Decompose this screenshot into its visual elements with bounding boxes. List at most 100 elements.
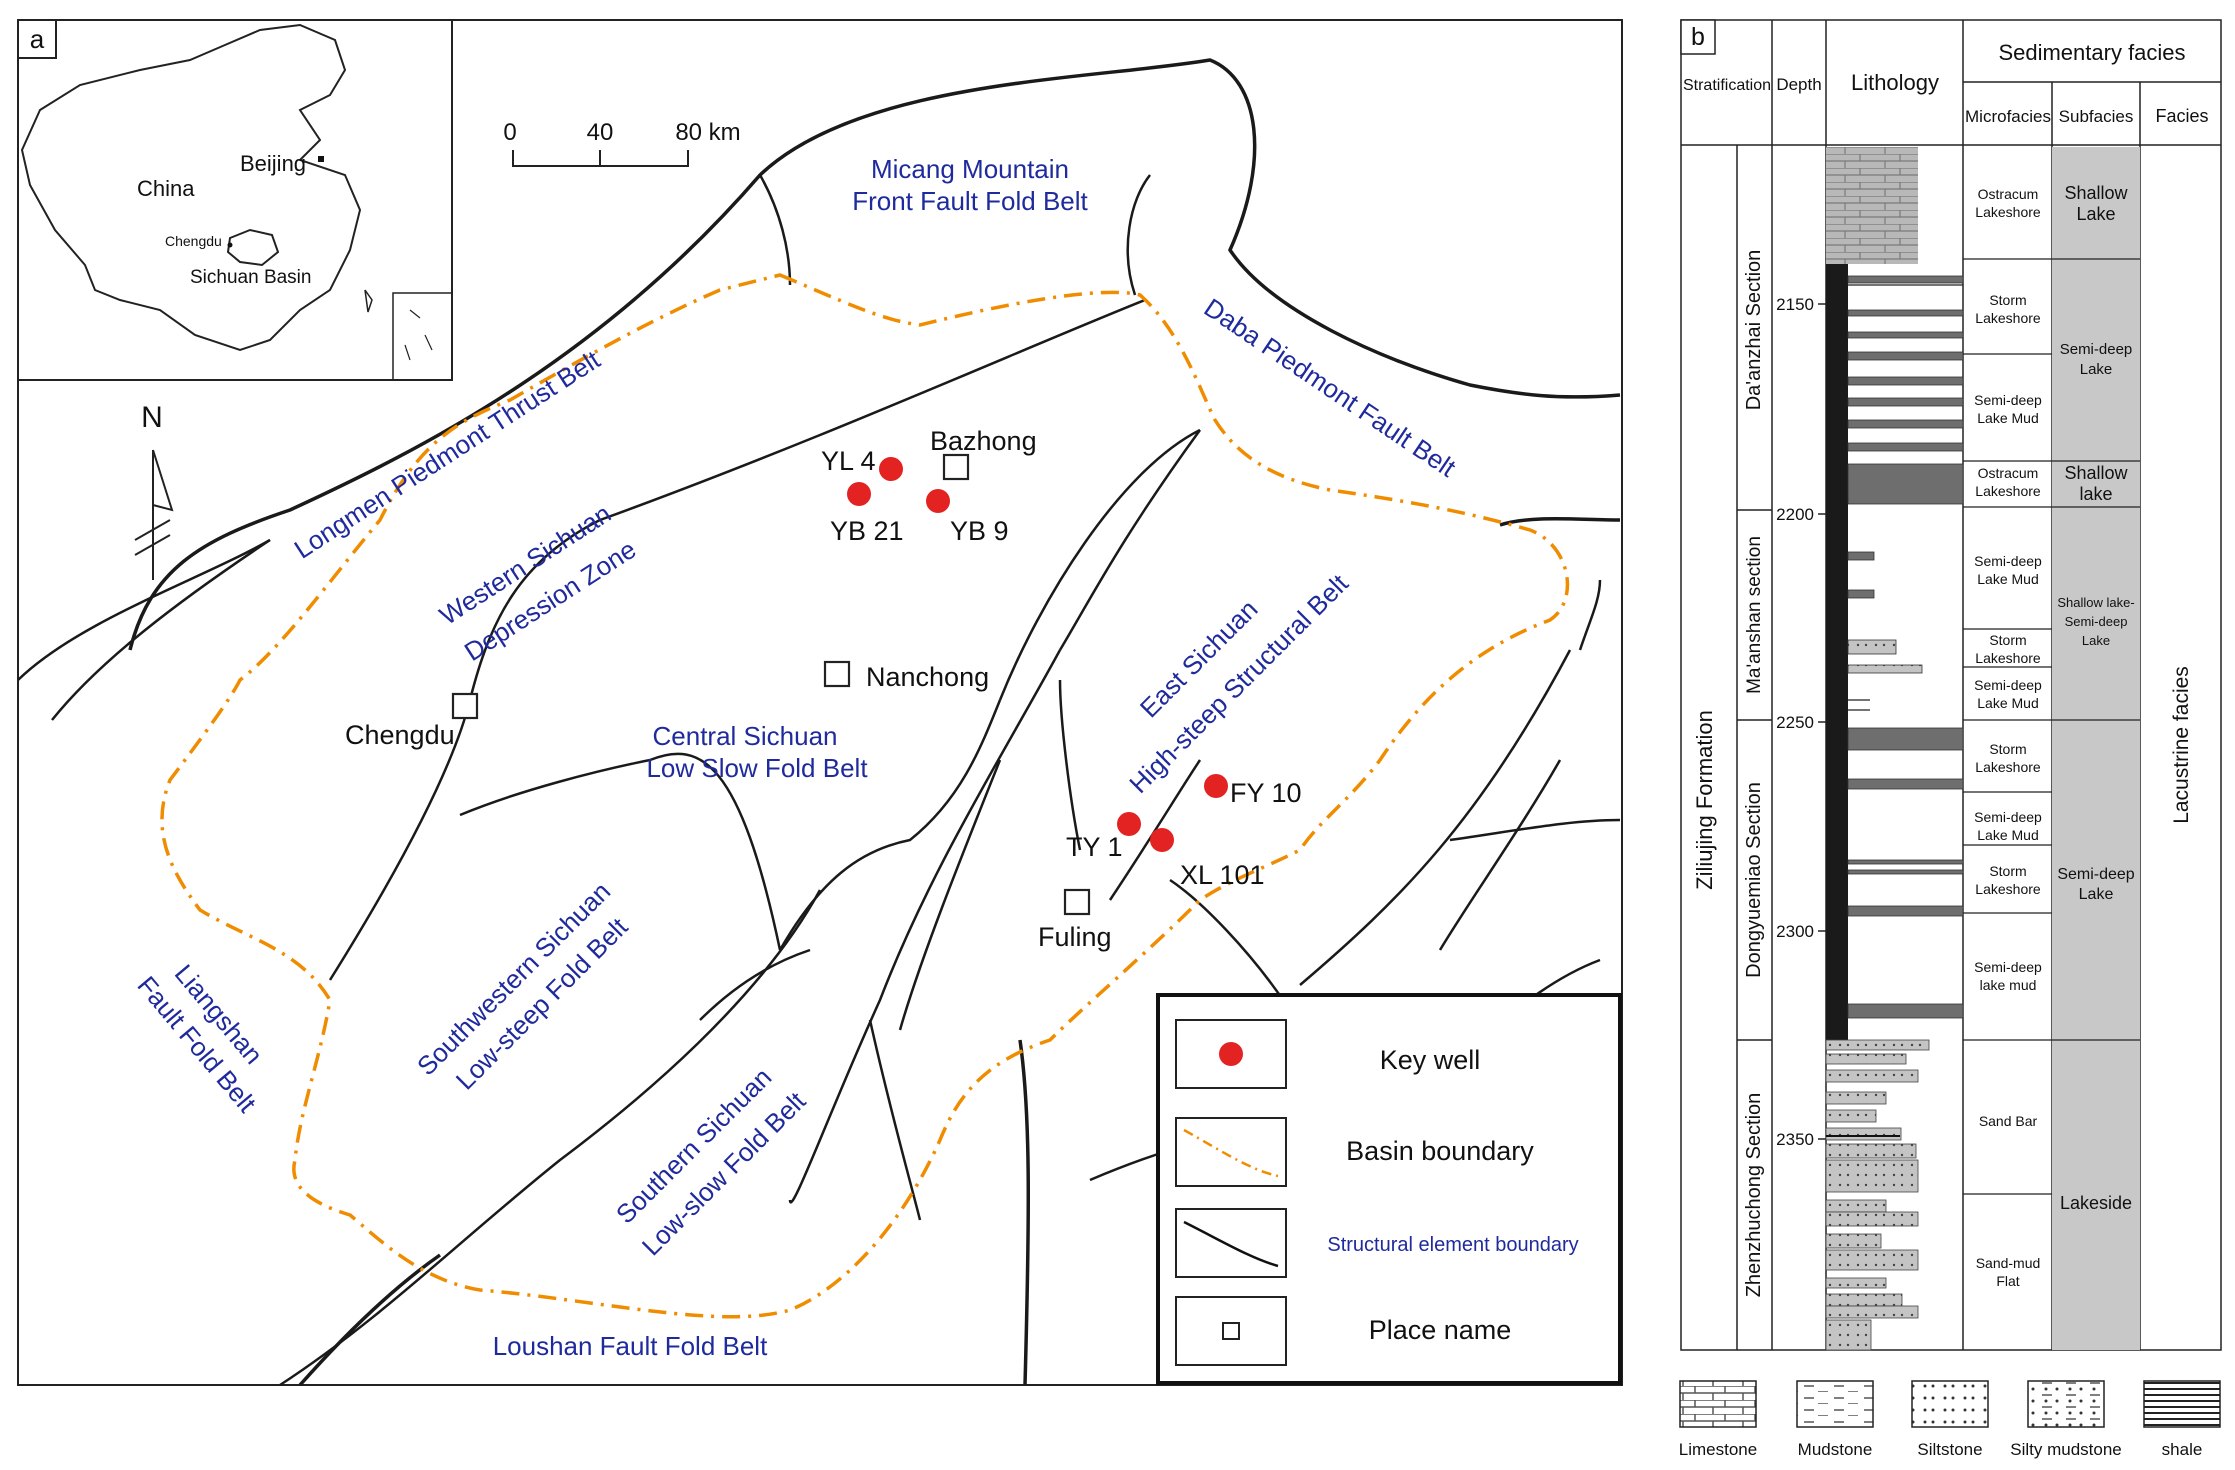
header-microfacies: Microfacies — [1965, 107, 2051, 126]
mf-2b: Lakeshore — [1975, 310, 2041, 326]
header-depth: Depth — [1776, 75, 1821, 94]
mf-1a: Ostracum — [1978, 186, 2039, 202]
mf-2a: Storm — [1989, 292, 2026, 308]
north-arrow: N — [134, 401, 174, 580]
sichuan-basin-outline — [226, 228, 280, 267]
well-yl4: YL 4 — [821, 446, 876, 476]
well-marker-yb9 — [926, 489, 950, 513]
subfacies-labels: Shallow Lake Semi-deep Lake Shallow lake… — [2057, 183, 2134, 1213]
well-ty1: TY 1 — [1066, 832, 1123, 862]
depth-2250: 2250 — [1776, 713, 1814, 732]
map-legend: Key well Basin boundary Structural eleme… — [1156, 993, 1622, 1385]
legend-basin-boundary: Basin boundary — [1346, 1136, 1534, 1166]
sf-1b: Lake — [2076, 204, 2115, 224]
region-micang-2: Front Fault Fold Belt — [852, 186, 1088, 216]
legend-shale: shale — [2162, 1440, 2203, 1459]
depth-2150: 2150 — [1776, 295, 1814, 314]
mf-8b: Lakeshore — [1975, 759, 2041, 775]
formation-name: Ziliujing Formation — [1692, 710, 1717, 890]
lithology-column — [1825, 147, 1964, 1351]
well-marker-yl4 — [879, 457, 903, 481]
place-marker-fuling — [1063, 888, 1091, 916]
region-loushan: Loushan Fault Fold Belt — [493, 1331, 768, 1361]
section-maanshan: Ma'anshan section — [1744, 536, 1765, 694]
sandstone-stack — [1825, 1039, 1930, 1351]
mf-6b: Lakeshore — [1975, 650, 2041, 666]
well-marker-ty1 — [1117, 812, 1141, 836]
place-fuling: Fuling — [1038, 922, 1112, 952]
panel-b-column: b Stratification Depth Lithology Sedimen… — [1679, 19, 2222, 1459]
sf-6: Lakeside — [2060, 1193, 2132, 1213]
legend-siltstone: Siltstone — [1917, 1440, 1982, 1459]
sf-5b: Lake — [2079, 886, 2114, 903]
scale-tick-40: 40 — [587, 119, 614, 146]
header-lithology: Lithology — [1851, 70, 1939, 95]
mf-8a: Storm — [1989, 741, 2026, 757]
legend-structural-boundary: Structural element boundary — [1327, 1234, 1578, 1256]
sf-4b: Semi-deep — [2065, 614, 2128, 629]
well-marker-xl101 — [1150, 828, 1174, 852]
well-marker-yb21 — [847, 482, 871, 506]
mf-7b: Lake Mud — [1977, 695, 2038, 711]
mf-7a: Semi-deep — [1974, 677, 2042, 693]
mf-5a: Semi-deep — [1974, 553, 2042, 569]
sf-4c: Lake — [2082, 633, 2110, 648]
legend-mudstone: Mudstone — [1798, 1440, 1873, 1459]
region-central-1: Central Sichuan — [653, 721, 838, 751]
facies-lacustrine: Lacustrine facies — [2170, 666, 2193, 824]
china-outline — [20, 23, 362, 352]
region-central-2: Low Slow Fold Belt — [646, 753, 868, 783]
mf-10b: Lakeshore — [1975, 881, 2041, 897]
mf-3b: Lake Mud — [1977, 410, 2038, 426]
section-daanzhai: Da'anzhai Section — [1743, 250, 1765, 411]
legend-silty-mudstone: Silty mudstone — [2010, 1440, 2122, 1459]
place-marker-chengdu — [451, 692, 479, 720]
section-dongyuemiao: Dongyuemiao Section — [1743, 782, 1765, 978]
panel-a-label-box: a — [17, 19, 57, 59]
panel-a-map: a China Beijing Chengdu Sichuan Basin 0 … — [17, 19, 1623, 1387]
mf-3a: Semi-deep — [1974, 392, 2042, 408]
well-yb21: YB 21 — [830, 516, 904, 546]
section-zhenzhuchong: Zhenzhuchong Section — [1743, 1093, 1765, 1298]
mf-1b: Lakeshore — [1975, 204, 2041, 220]
legend-key-well: Key well — [1380, 1045, 1481, 1075]
inset-china: China — [137, 176, 195, 201]
inset-basin: Sichuan Basin — [190, 267, 311, 288]
mf-6a: Storm — [1989, 632, 2026, 648]
scale-tick-80: 80 km — [675, 119, 740, 146]
scale-tick-0: 0 — [503, 119, 516, 146]
region-daba: Daba Piedmont Fault Belt — [1199, 292, 1462, 483]
sf-2a: Semi-deep — [2060, 341, 2133, 358]
sf-4a: Shallow lake- — [2057, 595, 2134, 610]
depth-axis: 2150 2200 2250 2300 2350 — [1776, 295, 1826, 1149]
header-subfacies: Subfacies — [2059, 107, 2134, 126]
mf-4a: Ostracum — [1978, 465, 2039, 481]
mf-11a: Semi-deep — [1974, 959, 2042, 975]
mf-4b: Lakeshore — [1975, 483, 2041, 499]
lithology-legend: Limestone Mudstone Siltstone Silty mudst… — [1679, 1380, 2221, 1459]
depth-2350: 2350 — [1776, 1130, 1814, 1149]
well-yb9: YB 9 — [950, 516, 1009, 546]
sf-5a: Semi-deep — [2057, 866, 2134, 883]
depth-2300: 2300 — [1776, 922, 1814, 941]
south-china-sea-inset — [392, 292, 453, 381]
mf-9b: Lake Mud — [1977, 827, 2038, 843]
place-marker-bazhong — [942, 453, 970, 481]
microfacies-labels: Ostracum Lakeshore Storm Lakeshore Semi-… — [1974, 186, 2042, 1289]
wells: YL 4 YB 21 YB 9 FY 10 TY 1 XL 101 — [821, 446, 1302, 890]
depth-2200: 2200 — [1776, 505, 1814, 524]
header-facies: Facies — [2155, 106, 2208, 126]
inset-chengdu: Chengdu — [165, 233, 222, 249]
mf-13a: Sand-mud — [1976, 1255, 2041, 1271]
mf-9a: Semi-deep — [1974, 809, 2042, 825]
scale-bar: 0 40 80 km — [503, 119, 741, 167]
mf-11b: lake mud — [1980, 977, 2037, 993]
sf-1a: Shallow — [2064, 183, 2128, 203]
header-sedimentary-facies: Sedimentary facies — [1998, 40, 2185, 65]
panel-a-frame — [17, 19, 1623, 1386]
north-label: N — [141, 401, 163, 434]
place-marker-nanchong — [823, 660, 851, 688]
panel-a-label: a — [30, 24, 45, 54]
place-bazhong: Bazhong — [930, 426, 1037, 456]
well-xl101: XL 101 — [1180, 860, 1265, 890]
